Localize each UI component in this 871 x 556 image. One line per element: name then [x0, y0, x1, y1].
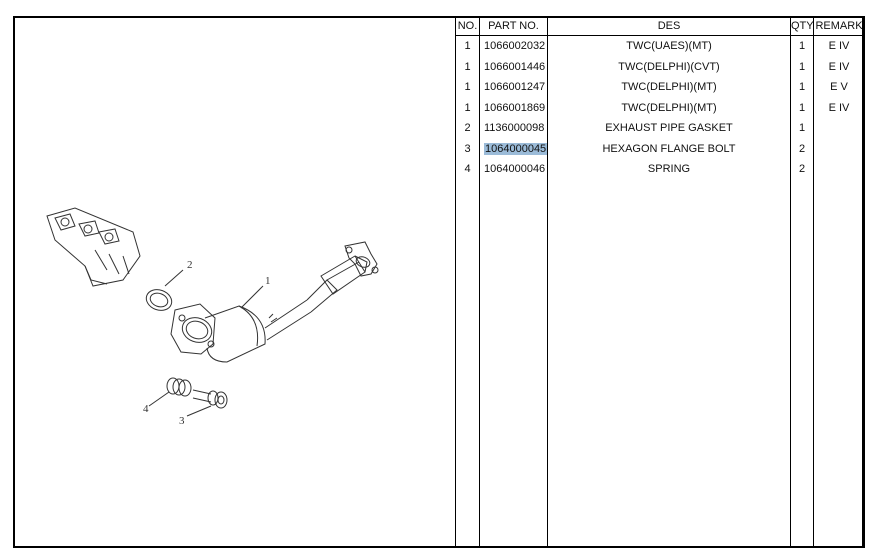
hexagon-flange-bolt-drawing — [192, 389, 228, 409]
table-row[interactable]: 4 1064000046 SPRING 2 — [455, 159, 865, 180]
cell-no: 2 — [455, 118, 480, 139]
leader-line-2 — [164, 269, 184, 287]
empty-cell — [479, 179, 548, 548]
cell-qty: 1 — [790, 118, 814, 139]
cell-no: 1 — [455, 35, 480, 57]
leader-line-3 — [186, 405, 212, 417]
cell-qty: 1 — [790, 77, 814, 98]
cell-des: TWC(DELPHI)(MT) — [547, 97, 791, 118]
cell-des: EXHAUST PIPE GASKET — [547, 118, 791, 139]
cell-qty: 2 — [790, 138, 814, 159]
cell-remark: E V — [813, 77, 865, 98]
callout-2: 2 — [187, 259, 193, 271]
leader-line-1 — [240, 285, 264, 309]
cell-part-no[interactable]: 1066002032 — [479, 35, 548, 57]
empty-cell — [813, 179, 865, 548]
cell-remark: E IV — [813, 97, 865, 118]
table-header-row: NO. PART NO. DES QTY REMARK — [455, 16, 865, 36]
cell-part-no[interactable]: 1066001869 — [479, 97, 548, 118]
cell-no: 1 — [455, 56, 480, 77]
cell-remark: E IV — [813, 35, 865, 57]
parts-table-container: NO. PART NO. DES QTY REMARK 1 1066002032… — [455, 16, 865, 548]
cell-part-no[interactable]: 1066001446 — [479, 56, 548, 77]
callout-1: 1 — [265, 275, 271, 287]
cell-part-no-highlighted[interactable]: 1064000045 — [479, 138, 548, 159]
exhaust-manifold-drawing — [46, 207, 141, 287]
cell-remark: E IV — [813, 56, 865, 77]
col-header-qty: QTY — [790, 16, 814, 36]
table-empty-area — [455, 179, 865, 548]
cell-part-no[interactable]: 1066001247 — [479, 77, 548, 98]
cell-no: 1 — [455, 97, 480, 118]
cell-part-no[interactable]: 1064000046 — [479, 159, 548, 180]
highlighted-part-number[interactable]: 1064000045 — [484, 142, 548, 155]
cell-remark — [813, 138, 865, 159]
table-row[interactable]: 1 1066001446 TWC(DELPHI)(CVT) 1 E IV — [455, 56, 865, 77]
cell-qty: 1 — [790, 56, 814, 77]
col-header-des: DES — [547, 16, 791, 36]
empty-cell — [790, 179, 814, 548]
cell-remark — [813, 118, 865, 139]
leader-line-4 — [148, 391, 170, 407]
cell-no: 4 — [455, 159, 480, 180]
cell-remark — [813, 159, 865, 180]
cell-part-no[interactable]: 1136000098 — [479, 118, 548, 139]
col-header-remark: REMARK — [813, 16, 865, 36]
table-row[interactable]: 1 1066001247 TWC(DELPHI)(MT) 1 E V — [455, 77, 865, 98]
cell-qty: 2 — [790, 159, 814, 180]
cell-no: 1 — [455, 77, 480, 98]
empty-cell — [455, 179, 480, 548]
table-row-selected[interactable]: 3 1064000045 HEXAGON FLANGE BOLT 2 — [455, 138, 865, 159]
callout-3: 3 — [179, 415, 185, 427]
col-header-part-no: PART NO. — [479, 16, 548, 36]
col-header-no: NO. — [455, 16, 480, 36]
cell-des: SPRING — [547, 159, 791, 180]
cell-qty: 1 — [790, 97, 814, 118]
cell-des: HEXAGON FLANGE BOLT — [547, 138, 791, 159]
cell-des: TWC(UAES)(MT) — [547, 35, 791, 57]
table-row[interactable]: 1 1066002032 TWC(UAES)(MT) 1 E IV — [455, 35, 865, 57]
table-row[interactable]: 2 1136000098 EXHAUST PIPE GASKET 1 — [455, 118, 865, 139]
twc-converter-drawing — [170, 241, 379, 363]
parts-table: NO. PART NO. DES QTY REMARK 1 1066002032… — [455, 16, 865, 548]
cell-des: TWC(DELPHI)(CVT) — [547, 56, 791, 77]
cell-no: 3 — [455, 138, 480, 159]
catalytic-converter-drawing: 2 1 4 3 — [46, 207, 379, 427]
callout-4: 4 — [143, 403, 149, 415]
empty-cell — [547, 179, 791, 548]
exhaust-pipe-gasket-drawing — [145, 289, 173, 311]
table-row[interactable]: 1 1066001869 TWC(DELPHI)(MT) 1 E IV — [455, 97, 865, 118]
cell-qty: 1 — [790, 35, 814, 57]
exploded-parts-diagram: 2 1 4 3 — [15, 18, 455, 546]
cell-des: TWC(DELPHI)(MT) — [547, 77, 791, 98]
spring-drawing — [166, 377, 192, 397]
